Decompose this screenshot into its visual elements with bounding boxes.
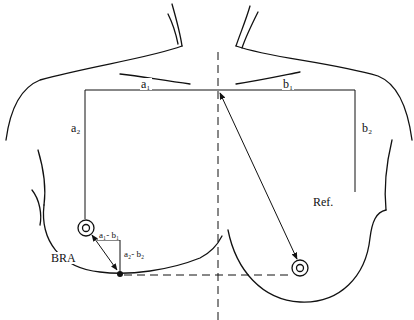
measurement-label: b₁ [282,78,294,90]
measurement-label: a₁- b₁ [98,231,120,240]
measurement-label: b₂ [361,122,373,134]
measurement-label: a₂ [70,122,82,134]
measurement-label: BRA [50,252,77,264]
measurement-label: a₁ [140,78,152,90]
measurement-label: Ref. [312,196,334,208]
measurement-label: a₂- b₂ [123,250,145,259]
